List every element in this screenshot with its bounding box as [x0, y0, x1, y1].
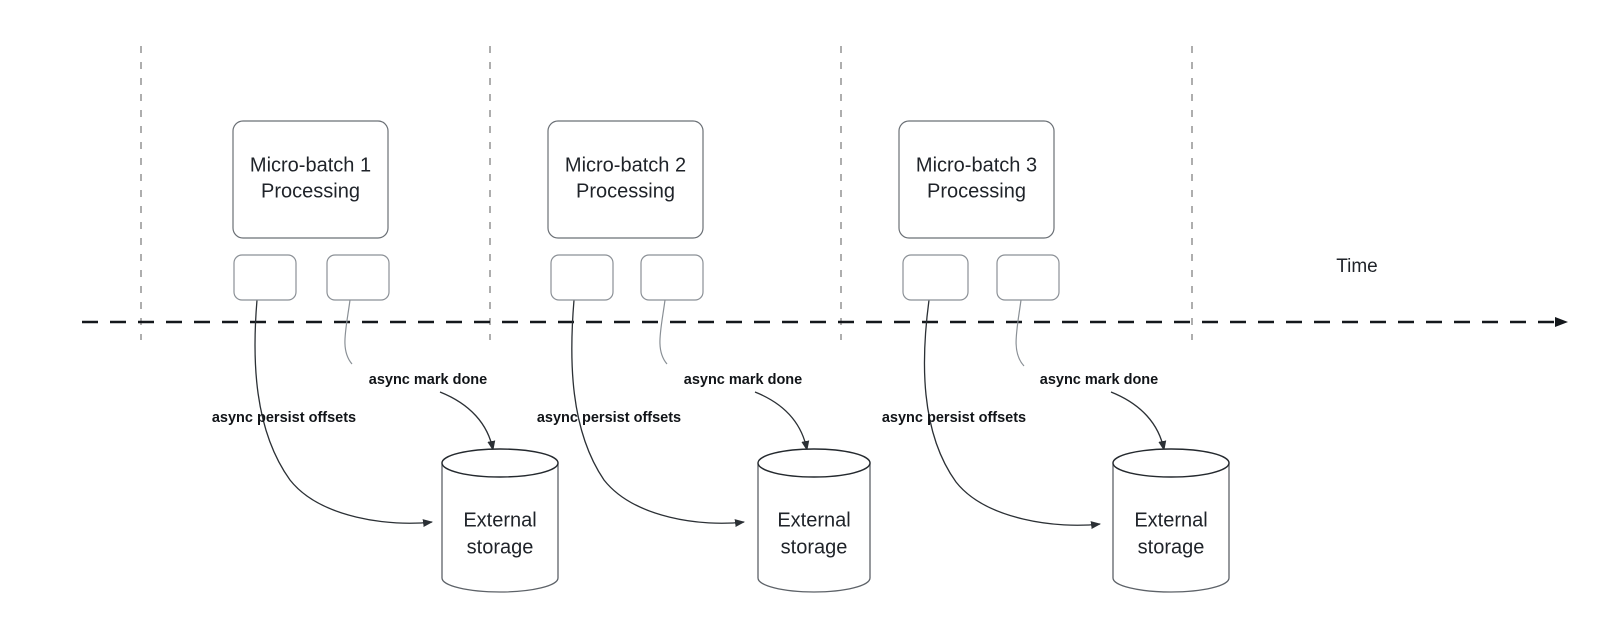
edge-async-persist-offsets-3	[923, 299, 1101, 530]
edge-label-async-mark-done-2: async mark done	[684, 372, 802, 388]
external-storage-3-body[interactable]	[1112, 462, 1230, 593]
mark-done-task-1[interactable]	[326, 254, 390, 301]
persist-offsets-task-1[interactable]	[233, 254, 297, 301]
external-storage-3-label-line2: storage	[1138, 536, 1205, 558]
edge-async-persist-offsets-2	[571, 299, 745, 528]
micro-batch-3-label-line2: Processing	[927, 180, 1026, 202]
external-storage-3-top	[1112, 448, 1230, 478]
micro-batch-2-label-line1: Micro-batch 2	[565, 154, 686, 176]
mark-done-task-2[interactable]	[640, 254, 704, 301]
edge-label-async-persist-offsets-3: async persist offsets	[882, 410, 1026, 426]
external-storage-3-label-line1: External	[1134, 509, 1207, 531]
external-storage-3[interactable]: External storage	[1112, 448, 1230, 593]
external-storage-2[interactable]: External storage	[757, 448, 871, 593]
external-storage-2-top	[757, 448, 871, 478]
external-storage-1[interactable]: External storage	[441, 448, 559, 593]
edge-async-mark-done-2-upper	[659, 299, 668, 365]
group-1: Micro-batch 1 Processing async persist o…	[212, 120, 559, 593]
micro-batch-2-label-line2: Processing	[576, 180, 675, 202]
external-storage-1-label-line1: External	[463, 509, 536, 531]
micro-batch-1-rect[interactable]	[232, 120, 389, 239]
edge-async-mark-done-2-lower	[754, 391, 810, 451]
external-storage-1-body[interactable]	[441, 462, 559, 593]
micro-batch-2-box[interactable]: Micro-batch 2 Processing	[547, 120, 704, 239]
micro-batch-1-label-line1: Micro-batch 1	[250, 154, 371, 176]
time-axis-label: Time	[1336, 256, 1378, 277]
time-axis: Time	[82, 256, 1568, 327]
batch-boundary-ticks	[140, 46, 1193, 340]
edge-label-async-persist-offsets-1: async persist offsets	[212, 410, 356, 426]
mark-done-task-3[interactable]	[996, 254, 1060, 301]
group-2: Micro-batch 2 Processing async persist o…	[537, 120, 871, 593]
micro-batch-3-box[interactable]: Micro-batch 3 Processing	[898, 120, 1055, 239]
external-storage-2-label-line1: External	[777, 509, 850, 531]
edge-async-mark-done-1-upper	[344, 299, 353, 365]
external-storage-2-body[interactable]	[757, 462, 871, 593]
persist-offsets-task-2[interactable]	[550, 254, 614, 301]
edge-label-async-mark-done-3: async mark done	[1040, 372, 1158, 388]
external-storage-1-label-line2: storage	[467, 536, 534, 558]
edge-label-async-mark-done-1: async mark done	[369, 372, 487, 388]
edge-label-async-persist-offsets-2: async persist offsets	[537, 410, 681, 426]
edge-async-mark-done-1-lower	[439, 391, 496, 451]
persist-offsets-task-3[interactable]	[902, 254, 969, 301]
edge-async-persist-offsets-1	[254, 299, 433, 528]
edge-async-mark-done-3-upper	[1015, 299, 1025, 367]
external-storage-2-label-line2: storage	[781, 536, 848, 558]
external-storage-1-top	[441, 448, 559, 478]
group-3: Micro-batch 3 Processing async persist o…	[882, 120, 1230, 593]
edge-async-mark-done-3-lower	[1110, 391, 1167, 451]
micro-batch-3-rect[interactable]	[898, 120, 1055, 239]
micro-batch-3-label-line1: Micro-batch 3	[916, 154, 1037, 176]
micro-batch-1-label-line2: Processing	[261, 180, 360, 202]
micro-batch-1-box[interactable]: Micro-batch 1 Processing	[232, 120, 389, 239]
micro-batch-2-rect[interactable]	[547, 120, 704, 239]
